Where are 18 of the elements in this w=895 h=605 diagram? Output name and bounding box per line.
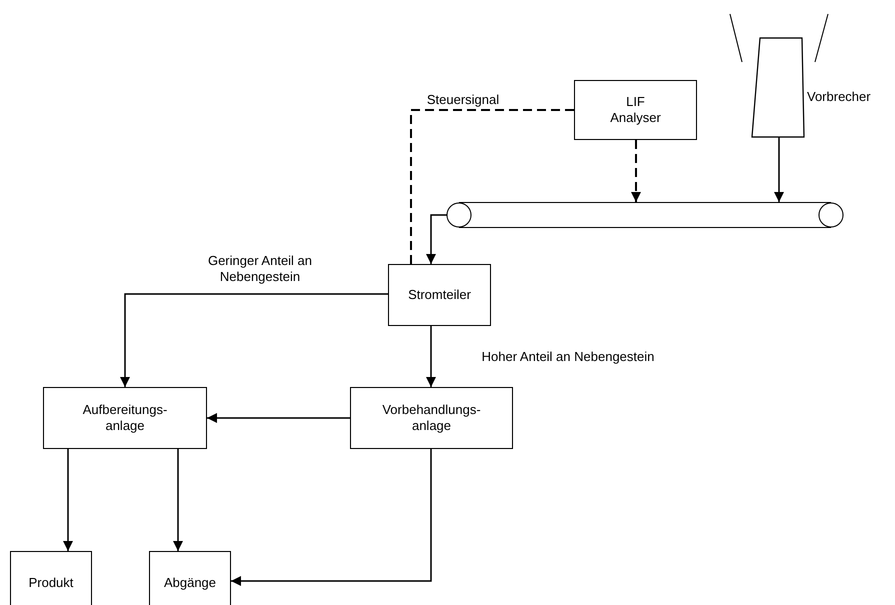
connector-line <box>410 109 574 264</box>
arrow <box>426 214 447 264</box>
arrow <box>631 140 641 202</box>
crusher-label: Vorbrecher <box>807 89 871 104</box>
arrow <box>207 413 350 423</box>
arrow <box>63 449 73 551</box>
arrow <box>426 326 436 387</box>
arrow <box>173 449 183 551</box>
arrow <box>774 137 784 202</box>
process-box: LIF Analyser <box>574 80 697 140</box>
process-box: Aufbereitungs- anlage <box>43 387 207 449</box>
arrow <box>120 293 388 387</box>
process-box: Stromteiler <box>388 264 491 326</box>
process-box: Vorbehandlungs- anlage <box>350 387 513 449</box>
conveyor-belt <box>446 201 844 229</box>
process-box: Produkt <box>10 551 92 605</box>
process-box: Abgänge <box>149 551 231 605</box>
arrow <box>231 449 432 586</box>
